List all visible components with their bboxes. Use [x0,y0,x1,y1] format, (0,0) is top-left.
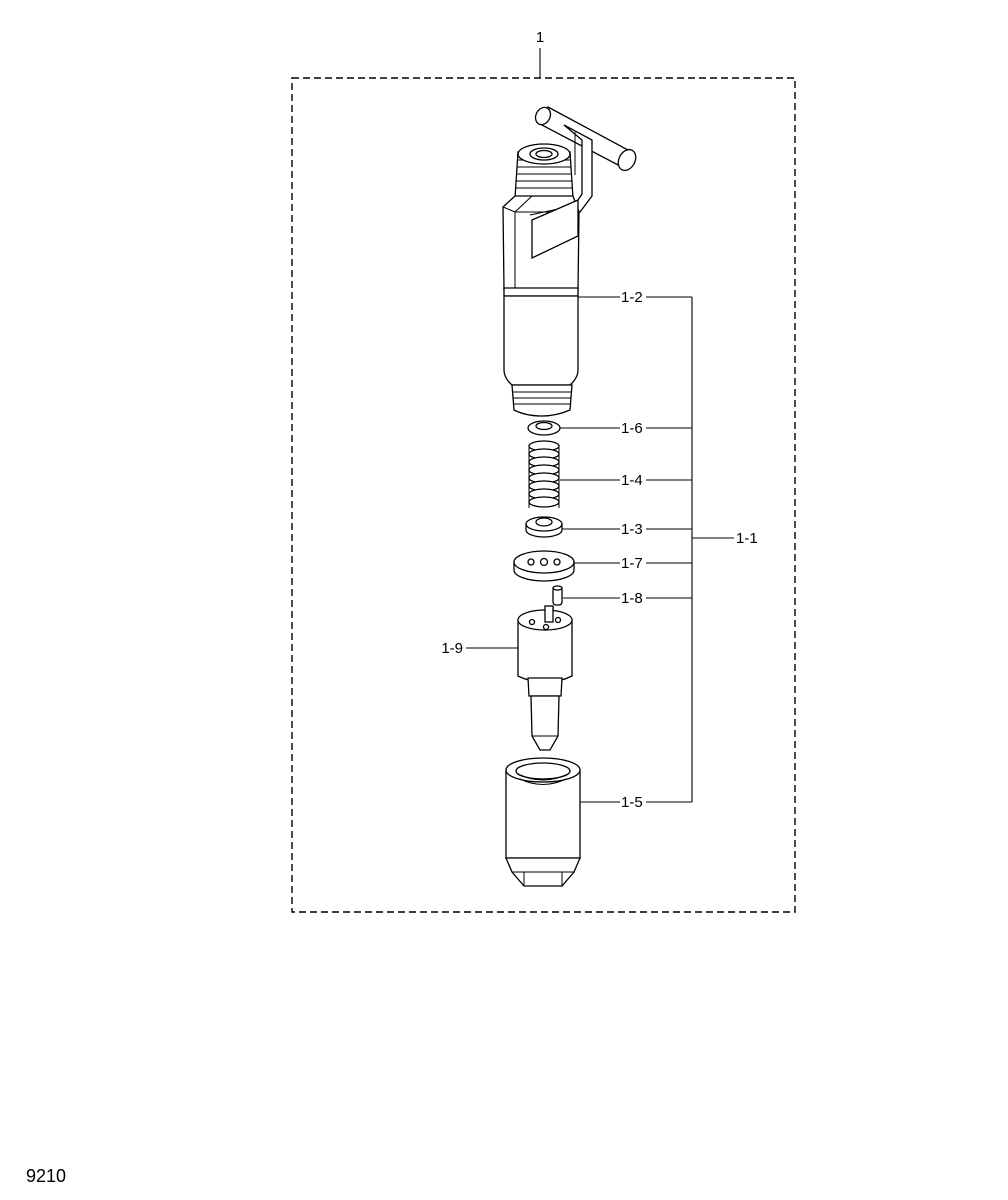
callout-1-5: 1-5 [621,794,643,811]
assembly-label: 1 [536,29,544,46]
spring-seat [525,516,563,538]
distance-piece [513,550,575,582]
callout-1-8: 1-8 [621,590,643,607]
nozzle-retaining-nut [505,757,581,887]
callout-1-9: 1-9 [441,640,463,657]
page-code: 9210 [26,1166,67,1186]
callout-1-7: 1-7 [621,555,643,572]
dowel-pin [552,585,563,606]
callout-1-4: 1-4 [621,472,643,489]
callout-1-2: 1-2 [621,289,643,306]
callout-1-1: 1-1 [736,530,758,547]
nozzle-holder-body [502,143,580,417]
assembly-boundary [291,77,796,913]
leader-lines [466,296,734,803]
nozzle [517,605,573,751]
callout-1-6: 1-6 [621,420,643,437]
pressure-spring [528,440,560,508]
callout-1-3: 1-3 [621,521,643,538]
washer [527,420,561,436]
